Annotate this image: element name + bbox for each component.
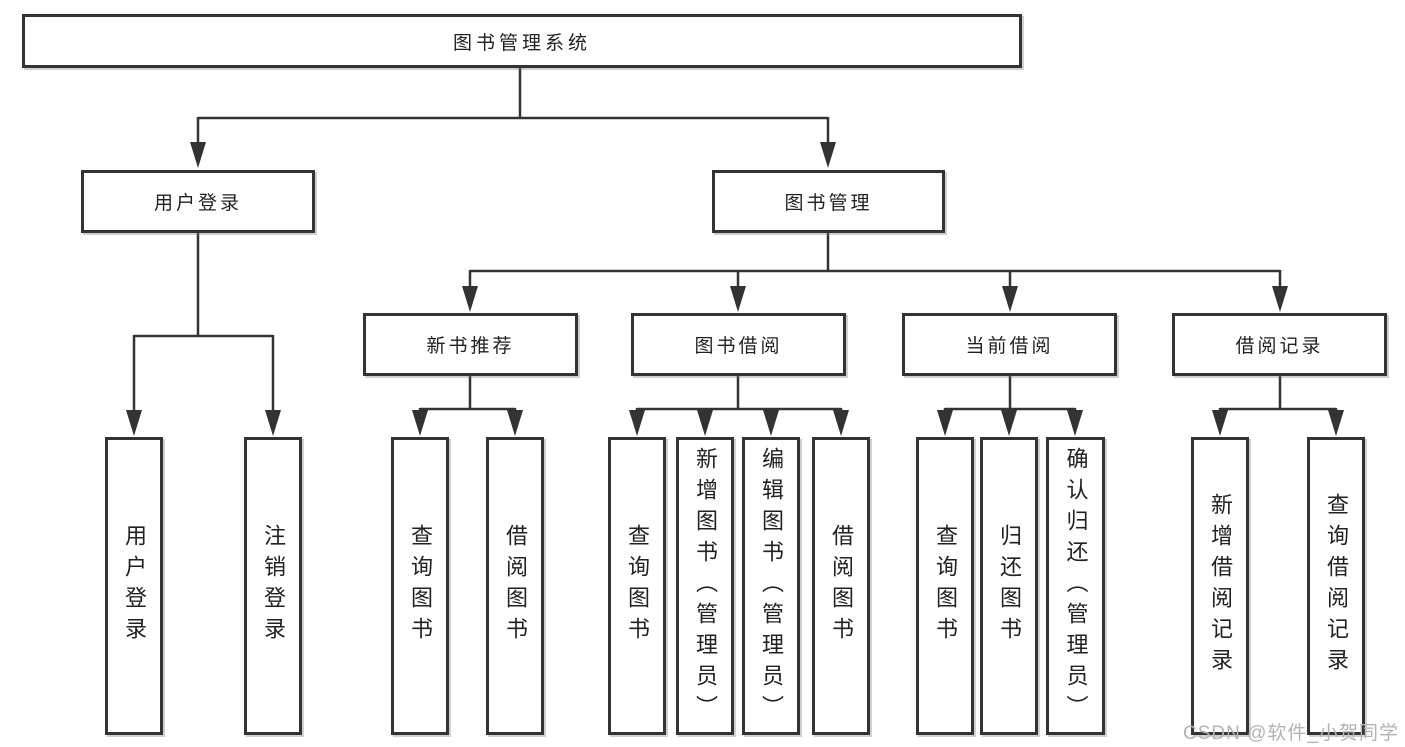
arrowhead-icon (126, 410, 281, 436)
node-label: 归还图书 (997, 524, 1022, 648)
connector-user-login-group (126, 233, 281, 436)
node-book-borrowing: 图书借阅 (631, 313, 846, 376)
node-label: 用户登录 (122, 524, 147, 648)
arrowhead-icon (629, 410, 849, 436)
node-bb-borrow-books: 借阅图书 (812, 437, 870, 735)
node-label: 查询图书 (933, 524, 958, 648)
node-bb-add-books-admin: 新增图书（管理员） (676, 437, 734, 735)
node-nbr-borrow-books: 借阅图书 (486, 437, 544, 735)
node-label: 新书推荐 (426, 336, 515, 357)
node-label: 确认归还（管理员） (1063, 446, 1089, 726)
connector-new-book-recommend (412, 376, 523, 436)
node-label: 新增借阅记录 (1208, 493, 1233, 679)
node-cb-query-books: 查询图书 (916, 437, 974, 735)
node-label: 查询图书 (408, 524, 433, 648)
csdn-watermark: CSDN @软件_小贺同学 (1183, 723, 1399, 744)
node-label: 新增图书（管理员） (693, 446, 718, 726)
node-label: 图书借阅 (694, 336, 783, 357)
node-label: 借阅图书 (503, 524, 528, 648)
node-logout: 注销登录 (244, 437, 302, 735)
arrowhead-icon (937, 410, 1083, 436)
node-cb-confirm-return-admin: 确认归还（管理员） (1046, 437, 1105, 735)
node-new-book-recommend: 新书推荐 (363, 313, 578, 376)
node-bb-query-books: 查询图书 (608, 437, 666, 735)
connector-book-management (462, 233, 1288, 312)
node-label: 借阅图书 (829, 524, 854, 648)
node-label: 编辑图书（管理员） (759, 446, 784, 726)
node-label: 图书管理系统 (452, 32, 591, 54)
connector-borrowing-records (1212, 376, 1344, 436)
node-current-borrowing: 当前借阅 (902, 313, 1117, 376)
node-borrowing-records: 借阅记录 (1172, 313, 1387, 376)
node-label: 借阅记录 (1235, 336, 1324, 357)
connector-book-borrowing (629, 376, 849, 436)
arrowhead-icon (190, 142, 836, 168)
node-label: 图书管理 (784, 193, 873, 214)
node-user-login-group: 用户登录 (81, 170, 315, 233)
node-label: 用户登录 (153, 193, 242, 214)
node-user-login: 用户登录 (105, 437, 163, 735)
node-label: 查询借阅记录 (1324, 493, 1349, 679)
arrowhead-icon (1212, 410, 1344, 436)
arrowhead-icon (412, 410, 523, 436)
node-label: 当前借阅 (965, 336, 1054, 357)
node-library-system: 图书管理系统 (22, 14, 1022, 68)
node-book-management: 图书管理 (712, 170, 945, 233)
connector-root-to-level2 (190, 68, 836, 168)
connector-current-borrowing (937, 376, 1083, 436)
node-cb-return-books: 归还图书 (980, 437, 1038, 735)
arrowhead-icon (462, 286, 1288, 312)
node-nbr-query-books: 查询图书 (391, 437, 449, 735)
node-label: 查询图书 (625, 524, 650, 648)
node-label: 注销登录 (261, 524, 286, 648)
node-br-query-record: 查询借阅记录 (1307, 437, 1365, 735)
node-br-add-record: 新增借阅记录 (1191, 437, 1249, 735)
node-bb-edit-books-admin: 编辑图书（管理员） (742, 437, 800, 735)
